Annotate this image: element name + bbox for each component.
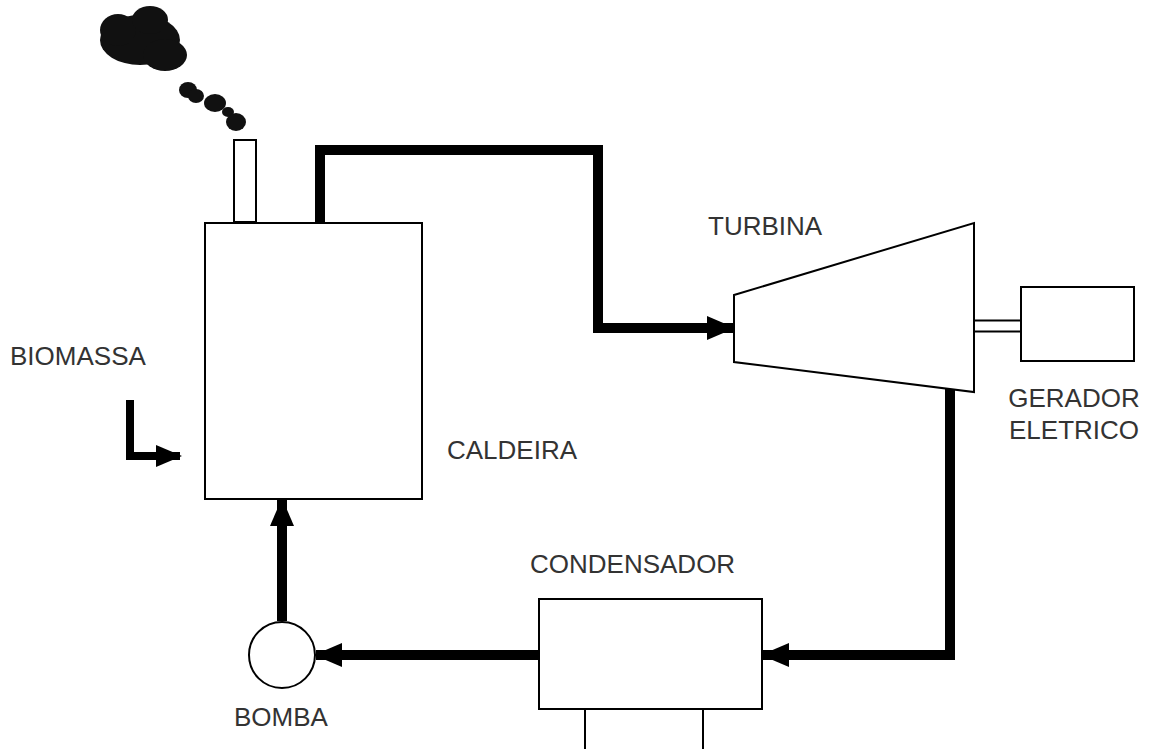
connector-line [763, 389, 950, 655]
condenser-label: CONDENSADOR [530, 548, 735, 580]
boiler-box-outline [204, 222, 423, 500]
generator-box: GERADOR ELETRICO [1020, 286, 1135, 362]
smoke [100, 6, 246, 131]
pump-circle-outline [248, 621, 316, 689]
pump-circle: BOMBA [248, 621, 316, 689]
connector-line [975, 320, 1020, 333]
boiler-label: CALDEIRA [447, 434, 577, 466]
turbine-label: TURBINA [708, 210, 822, 242]
shaft-core [975, 322, 1020, 331]
fuel-label: BIOMASSA [10, 340, 146, 372]
generator-box-outline [1020, 286, 1135, 362]
boiler-box: CALDEIRA [204, 222, 423, 500]
pump-label: BOMBA [234, 701, 328, 733]
condenser-box: CONDENSADOR [538, 598, 763, 710]
connector-line [316, 650, 538, 660]
flow-arrow [316, 655, 538, 656]
condenser-box-outline [538, 598, 763, 710]
connector-line [277, 500, 287, 621]
turbine-shape-outline [733, 222, 975, 393]
generator-label: GERADOR ELETRICO [990, 382, 1158, 446]
biomass-arrow [130, 400, 180, 456]
flow-arrow [282, 500, 283, 621]
flow-arrow [763, 389, 950, 655]
chimney [234, 140, 256, 222]
turbine-shape: TURBINA [733, 222, 975, 393]
shaft-connector [975, 326, 1020, 327]
